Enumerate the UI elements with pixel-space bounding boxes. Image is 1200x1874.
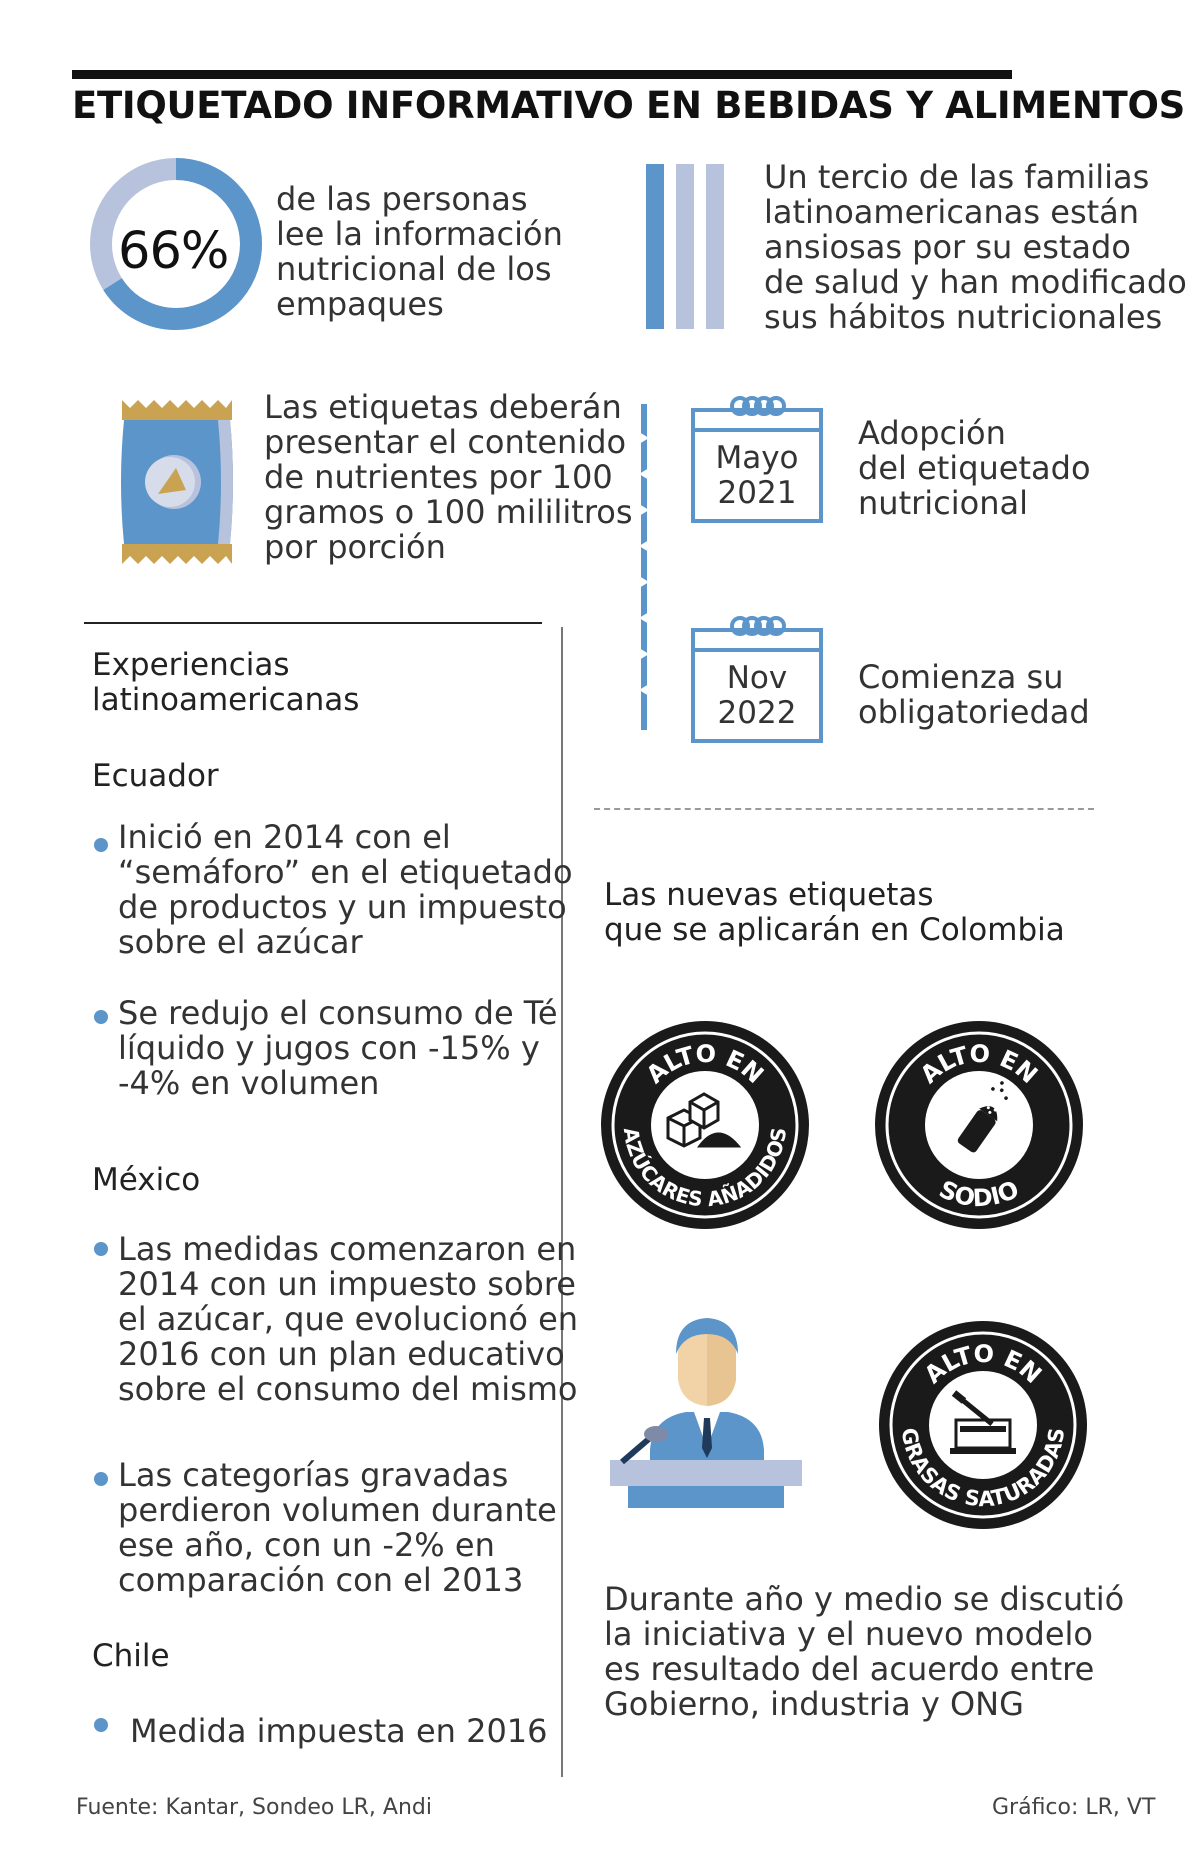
discussion-line: la iniciativa y el nuevo modelo bbox=[604, 1615, 1093, 1653]
section-divider bbox=[84, 622, 542, 624]
credit-note: Gráfico: LR, VT bbox=[992, 1795, 1156, 1820]
bullet-dot bbox=[94, 1242, 108, 1256]
labels-info-line: presentar el contenido bbox=[264, 423, 627, 461]
stat-line: de las personas bbox=[276, 180, 528, 218]
labels-info-line: por porción bbox=[264, 528, 446, 566]
calendar-icon bbox=[691, 396, 823, 523]
bullet-dot bbox=[94, 1718, 108, 1732]
badge-grasas: ALTO EN GRASAS SATURADAS bbox=[879, 1321, 1087, 1529]
calendar-month: Mayo bbox=[715, 440, 799, 476]
discussion-line: es resultado del acuerdo entre bbox=[604, 1650, 1095, 1688]
salt-shaker-icon bbox=[957, 1081, 1008, 1153]
country-ecuador: Ecuador bbox=[92, 758, 219, 794]
labels-info-line: Las etiquetas deberán bbox=[264, 388, 622, 426]
item-line: sobre el azúcar bbox=[118, 923, 363, 961]
column-divider bbox=[561, 627, 563, 1777]
families-line: ansiosas por su estado bbox=[764, 228, 1131, 266]
families-line: de salud y han modificado bbox=[764, 263, 1187, 301]
item-line: 2014 con un impuesto sobre bbox=[118, 1265, 576, 1303]
ecuador-item: Se redujo el consumo de Té líquido y jug… bbox=[118, 996, 558, 1101]
item-line: perdieron volumen durante bbox=[118, 1491, 557, 1529]
country-mexico: México bbox=[92, 1162, 201, 1198]
bullet-dot bbox=[94, 1010, 108, 1024]
heading-line: Las nuevas etiquetas bbox=[604, 877, 934, 913]
item-line: Se redujo el consumo de Té bbox=[118, 994, 558, 1032]
source-note: Fuente: Kantar, Sondeo LR, Andi bbox=[76, 1795, 432, 1820]
bar-icon-light bbox=[676, 164, 694, 329]
stat-line: empaques bbox=[276, 285, 444, 323]
calendar-month: Nov bbox=[726, 660, 788, 696]
calendar-year: 2022 bbox=[717, 695, 797, 731]
timeline-desc-line: Adopción bbox=[858, 414, 1006, 452]
badge-sodio: ALTO EN SODIO bbox=[875, 1021, 1083, 1229]
calendar-icon bbox=[691, 616, 823, 743]
experiences-heading: Experiencias latinoamericanas bbox=[92, 648, 359, 718]
labels-info-text: Las etiquetas deberán presentar el conte… bbox=[264, 390, 633, 565]
families-line: sus hábitos nutricionales bbox=[764, 298, 1163, 336]
bar-icon-light bbox=[706, 164, 724, 329]
percent-donut-chart bbox=[90, 158, 262, 330]
dashed-divider bbox=[594, 808, 1094, 810]
labels-info-line: gramos o 100 mililitros bbox=[264, 493, 633, 531]
calendar-date: Mayo 2021 bbox=[693, 441, 821, 511]
labels-info-line: de nutrientes por 100 bbox=[264, 458, 613, 496]
item-line: Las medidas comenzaron en bbox=[118, 1230, 577, 1268]
new-labels-heading: Las nuevas etiquetas que se aplicarán en… bbox=[604, 878, 1065, 948]
donut-arc bbox=[90, 158, 262, 330]
calendar-date: Nov 2022 bbox=[693, 661, 821, 731]
bar-icon-dark bbox=[646, 164, 664, 329]
calendar-year: 2021 bbox=[717, 475, 797, 511]
butter-icon bbox=[950, 1390, 1016, 1454]
item-line: de productos y un impuesto bbox=[118, 888, 567, 926]
mexico-item: Las categorías gravadas perdieron volume… bbox=[118, 1458, 557, 1598]
item-line: líquido y jugos con -15% y bbox=[118, 1029, 540, 1067]
heading-line: Experiencias bbox=[92, 647, 290, 683]
item-line: “semáforo” en el etiquetado bbox=[118, 853, 573, 891]
ecuador-item: Inició en 2014 con el “semáforo” en el e… bbox=[118, 820, 573, 960]
discussion-line: Durante año y medio se discutió bbox=[604, 1580, 1125, 1618]
item-line: -4% en volumen bbox=[118, 1064, 380, 1102]
item-line: sobre el consumo del mismo bbox=[118, 1370, 578, 1408]
chile-item: Medida impuesta en 2016 bbox=[130, 1714, 548, 1749]
item-line: Las categorías gravadas bbox=[118, 1456, 509, 1494]
timeline-desc: Adopción del etiquetado nutricional bbox=[858, 416, 1091, 521]
families-line: latinoamericanas están bbox=[764, 193, 1140, 231]
item-line: el azúcar, que evolucionó en bbox=[118, 1300, 579, 1338]
bullet-dot bbox=[94, 1472, 108, 1486]
timeline-desc-line: Comienza su bbox=[858, 658, 1064, 696]
stat-percent: 66% bbox=[118, 222, 229, 281]
heading-line: que se aplicarán en Colombia bbox=[604, 912, 1065, 948]
timeline-desc-line: obligatoriedad bbox=[858, 693, 1090, 731]
timeline-desc-line: del etiquetado bbox=[858, 449, 1091, 487]
bullet-dot bbox=[94, 838, 108, 852]
families-text: Un tercio de las familias latinoamerican… bbox=[764, 160, 1187, 335]
stat-line: nutricional de los bbox=[276, 250, 552, 288]
mexico-item: Las medidas comenzaron en 2014 con un im… bbox=[118, 1232, 578, 1407]
item-line: ese año, con un -2% en bbox=[118, 1526, 495, 1564]
discussion-text: Durante año y medio se discutió la inici… bbox=[604, 1582, 1124, 1722]
item-line: Inició en 2014 con el bbox=[118, 818, 451, 856]
sugar-cubes-icon bbox=[666, 1092, 742, 1148]
page-title: ETIQUETADO INFORMATIVO EN BEBIDAS Y ALIM… bbox=[72, 84, 1185, 127]
stat-text: de las personas lee la información nutri… bbox=[276, 182, 563, 322]
stat-line: lee la información bbox=[276, 215, 563, 253]
timeline-desc: Comienza su obligatoriedad bbox=[858, 660, 1090, 730]
heading-line: latinoamericanas bbox=[92, 682, 360, 718]
snack-package-icon bbox=[121, 400, 233, 564]
discussion-line: Gobierno, industria y ONG bbox=[604, 1685, 1024, 1723]
timeline-desc-line: nutricional bbox=[858, 484, 1028, 522]
badge-azucares: ALTO EN AZÚCARES AÑADIDOS bbox=[601, 1021, 809, 1229]
item-line: comparación con el 2013 bbox=[118, 1561, 524, 1599]
title-rule bbox=[72, 70, 1012, 79]
item-line: 2016 con un plan educativo bbox=[118, 1335, 565, 1373]
timeline-line bbox=[639, 404, 649, 730]
families-line: Un tercio de las familias bbox=[764, 158, 1150, 196]
speaker-podium-icon bbox=[610, 1318, 802, 1508]
country-chile: Chile bbox=[92, 1638, 170, 1674]
item-line: Medida impuesta en 2016 bbox=[130, 1712, 548, 1750]
